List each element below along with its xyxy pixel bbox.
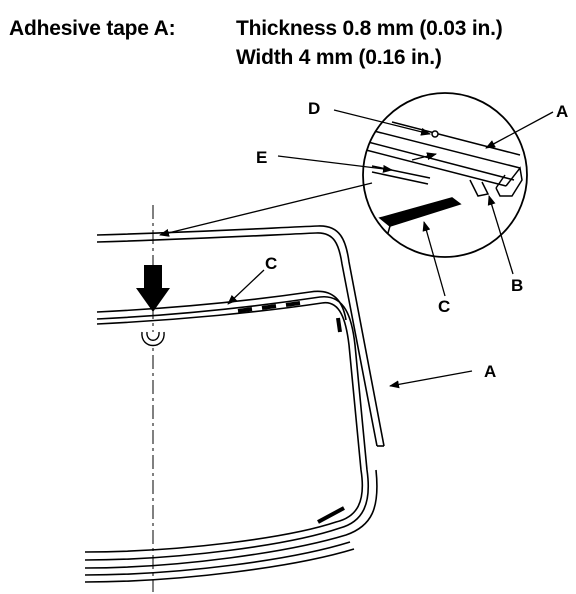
callout-c-main: C bbox=[265, 254, 277, 273]
molding-a bbox=[96, 225, 385, 447]
callout-a-main: A bbox=[484, 362, 496, 381]
callout-e: E bbox=[256, 148, 267, 167]
spec-thickness: Thickness 0.8 mm (0.03 in.) bbox=[236, 17, 503, 40]
detail-view bbox=[362, 92, 528, 258]
leader-lines bbox=[159, 109, 554, 389]
molding-c-on-glass bbox=[96, 290, 347, 524]
center-clip bbox=[141, 331, 165, 347]
callout-b: B bbox=[511, 276, 523, 295]
callout-a-detail: A bbox=[556, 102, 568, 121]
spec-label: Adhesive tape A: bbox=[9, 17, 176, 40]
spec-width: Width 4 mm (0.16 in.) bbox=[236, 46, 442, 69]
install-direction-arrow bbox=[136, 265, 170, 312]
windshield-glass bbox=[84, 296, 378, 583]
callout-c-detail: C bbox=[438, 297, 450, 316]
callout-d: D bbox=[308, 99, 320, 118]
